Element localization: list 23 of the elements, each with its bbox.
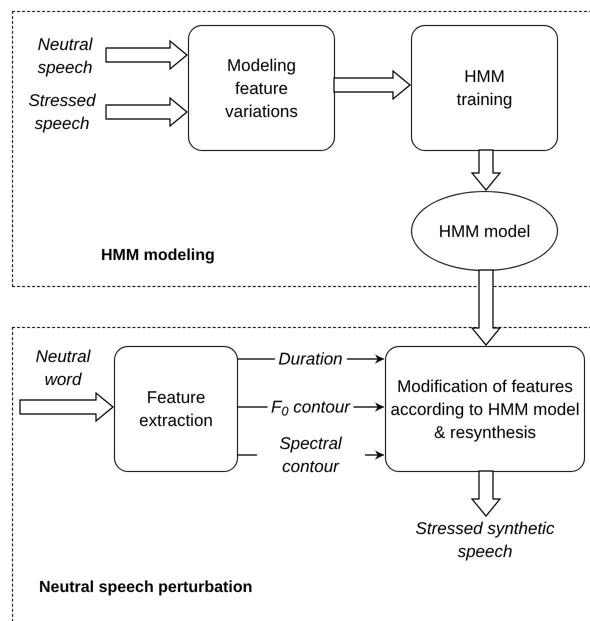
box-label: HMM training <box>456 66 514 111</box>
io-label: Neutral speech <box>23 33 107 79</box>
group-title: Neutral speech perturbation <box>39 578 252 598</box>
io-label: Stressed speech <box>17 89 107 135</box>
box-label: Modification of features according to HMM model & resynthesis <box>390 376 580 444</box>
process-box <box>188 25 335 151</box>
box-label: Feature extraction <box>139 387 213 432</box>
dashed-group-frame <box>12 11 590 287</box>
block-arrow <box>105 96 188 128</box>
block-arrow <box>333 70 411 100</box>
box-label: HMM model <box>438 220 530 242</box>
io-label: Stressed synthetic speech <box>401 517 569 575</box>
group-title: HMM modeling <box>101 246 215 266</box>
process-box <box>114 346 238 472</box>
block-arrow <box>105 40 188 70</box>
box-label: Modeling feature variations <box>224 54 299 122</box>
block-arrow <box>470 269 502 346</box>
block-arrow <box>470 470 502 517</box>
block-arrow <box>470 149 502 191</box>
process-box <box>411 25 558 151</box>
io-label: Neutral word <box>23 345 103 391</box>
block-arrow <box>19 392 114 422</box>
process-box <box>385 346 585 472</box>
